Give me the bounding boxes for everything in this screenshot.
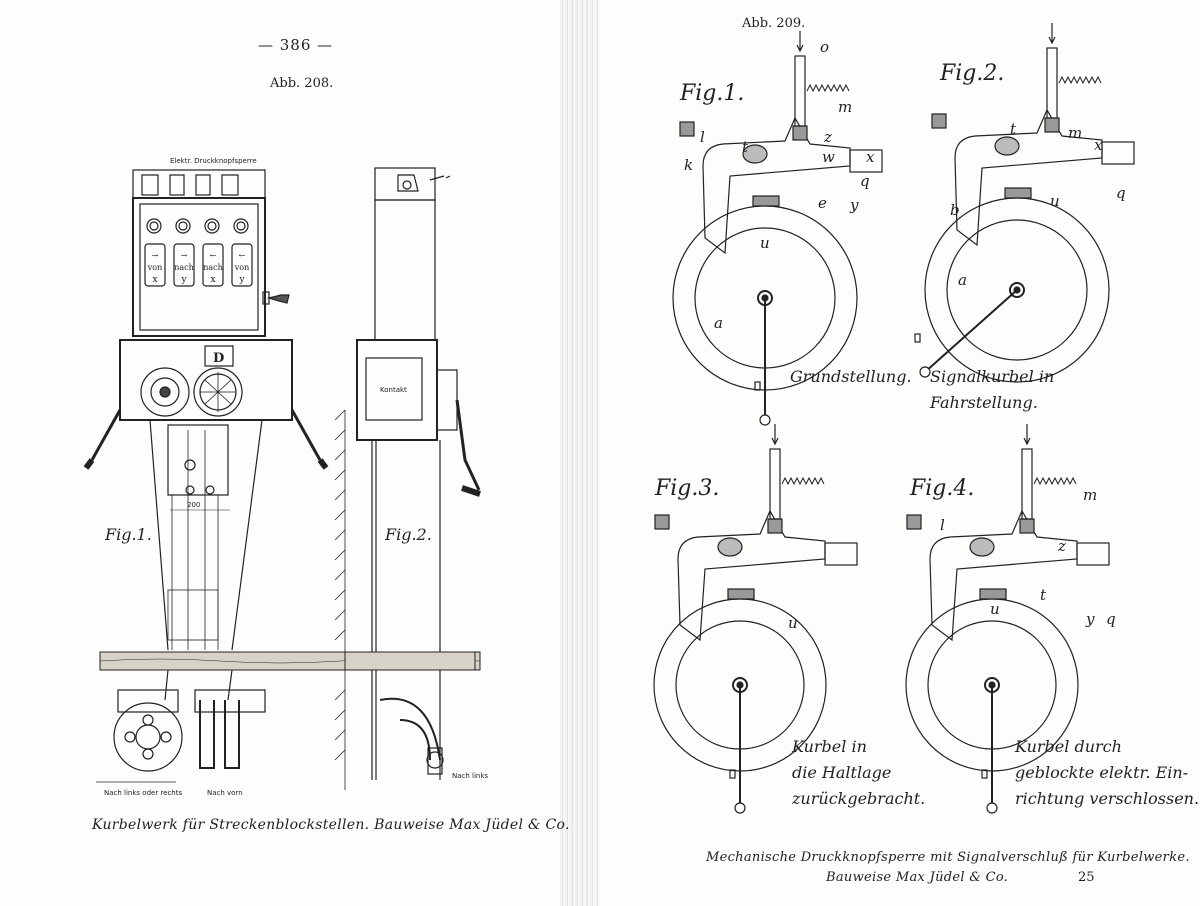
part-label: m [838,98,852,116]
part-label: k [684,156,693,174]
part-label: z [1057,537,1066,555]
figure-caption-line: Kurbel durch [1014,737,1122,756]
mechanism-figure-3: Fig.3. Kurbel in die Haltlage zurückgebrach… [653,424,925,814]
direction-plate: → nach y [173,243,195,287]
figure-caption-line: Grundstellung. [790,367,912,386]
spring [781,476,825,486]
figure-title: Fig.1. [679,81,744,106]
panel-label: Elektr. Druckknopfsperre [170,157,257,165]
figure-title-right: Abb. 209. [742,16,806,31]
fig2-label: Fig.2. [384,525,432,544]
book-gutter [560,0,605,906]
caption-right-line1: Mechanische Druckknopfsperre mit Signalv… [706,850,1190,865]
part-label: o [820,38,829,56]
plate-line1: nach [174,263,194,272]
figure-caption-line: Signalkurbel in [930,367,1054,386]
mechanism-figure-2: Fig.2. Signalkurbel in Fahrstellung. t mx q u b… [914,23,1135,412]
part-label: m [1068,124,1082,142]
push-button-locks [141,174,239,196]
figure-caption-line: geblockte elektr. Ein- [1015,763,1188,782]
part-label: l [700,128,705,146]
kurbelwerk-front-view: Elektr. Druckknopfsperre → von x → nach y ← nac… [83,157,481,797]
contact-label: Kontakt [380,386,407,394]
mechanism-figure-1: Fig.1. Grundstellung. o m lk t zw xqy e u a [672,31,912,426]
part-label: u [760,234,770,252]
part-label: m [1083,486,1097,504]
part-label: q [860,172,870,190]
part-label: x [866,148,875,166]
part-label: b [950,201,960,219]
label-nach-vorn: Nach vorn [207,789,243,797]
part-label: x [1094,136,1103,154]
part-label: u [1050,192,1060,210]
plate-line1: von [234,263,250,272]
dimension-label: 200 [187,501,200,509]
figure-caption-line: zurückgebracht. [791,789,925,808]
part-label: e [818,194,827,212]
part-label: t [1040,586,1047,604]
direction-plate: ← von y [231,243,253,287]
spring [1058,75,1102,85]
caption-left: Kurbelwerk für Streckenblockstellen. Bau… [92,817,570,833]
fig1-label: Fig.1. [104,525,152,544]
plate-arrow: ← [239,251,246,260]
part-label: w [822,148,835,166]
figure-title: Fig.4. [909,476,974,501]
page-number-left: — 386 — [258,36,334,54]
right-page [600,0,1200,906]
part-label: t [742,138,749,156]
figure-caption-line: richtung verschlossen. [1015,789,1199,808]
part-label: z [823,128,832,146]
label-nach-links: Nach links [452,772,488,780]
figure-title: Fig.2. [939,61,1004,86]
plate-line1: nach [203,263,223,272]
page-number-right: 25 [1078,870,1095,885]
mechanism-figure-4: Fig.4. Kurbel durch geblockte elektr. Ein-… [905,424,1199,814]
figure-title-left: Abb. 208. [270,76,334,91]
part-label: t [1010,120,1017,138]
part-label: u [788,614,798,632]
figure-caption-line: Kurbel in [791,737,867,756]
lever [929,509,1078,642]
figure-caption-line: die Haltlage [792,763,891,782]
part-label: y [849,196,859,214]
caption-right-line2: Bauweise Max Jüdel & Co. [826,870,1009,885]
lever [677,509,826,642]
plate-line2: x [152,275,157,285]
plate-line2: y [238,275,245,285]
plate-arrow: → [181,251,188,260]
kurbelwerk-side-view: Kontakt Nach links Fig.2. [334,167,488,790]
plate-letter: D [213,351,224,366]
spring [1033,476,1077,486]
part-label: a [714,314,723,332]
direction-plate: → von x [144,243,166,287]
figure-title: Fig.3. [654,476,719,501]
spring [806,83,850,93]
part-label: y [1085,610,1095,628]
push-buttons [146,218,249,234]
figure-caption-line: Fahrstellung. [929,393,1038,412]
plate-line1: von [147,263,163,272]
plate-arrow: ← [210,251,217,260]
part-label: u [990,600,1000,618]
plate-arrow: → [152,251,159,260]
plate-line2: x [210,275,215,285]
part-label: q [1106,610,1116,628]
plate-line2: y [180,275,187,285]
label-nach-links-oder-rechts: Nach links oder rechts [104,789,182,797]
part-label: q [1116,184,1126,202]
direction-plate: ← nach x [202,243,224,287]
part-label: l [940,516,945,534]
part-label: a [958,271,967,289]
